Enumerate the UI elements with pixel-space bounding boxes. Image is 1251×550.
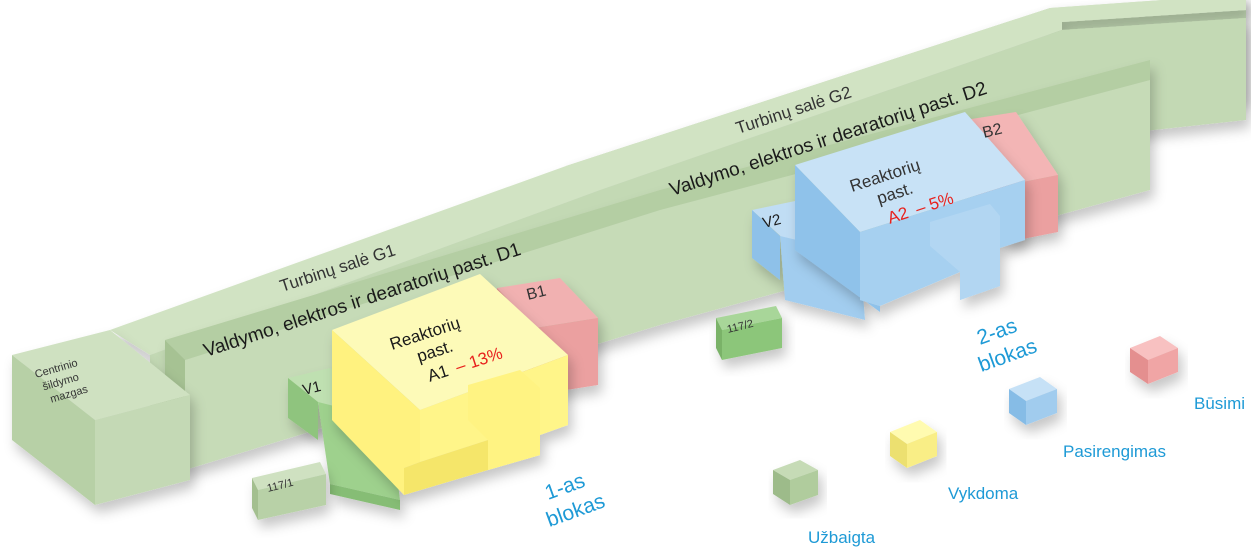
building-117-1 <box>252 462 326 520</box>
legend-label-preparation: Pasirengimas <box>1063 442 1166 461</box>
legend-cube-in-progress <box>890 420 937 468</box>
reactor-building-a2 <box>795 112 1025 312</box>
legend-label-future: Būsimi <box>1194 394 1245 413</box>
legend-cube-preparation <box>1009 377 1057 425</box>
block-2-label: 2-as blokas <box>974 314 1040 377</box>
legend-cube-future <box>1130 336 1178 384</box>
building-b1-label: B1 <box>525 283 548 304</box>
central-heating-node <box>12 330 190 505</box>
building-117-2 <box>716 306 782 360</box>
legend-label-done: Užbaigta <box>808 528 876 547</box>
legend-cube-done <box>773 460 818 505</box>
legend-label-in-progress: Vykdoma <box>948 484 1019 503</box>
block-1-label: 1-as blokas <box>542 469 608 532</box>
building-v2-label: V2 <box>761 211 783 232</box>
building-b2-label: B2 <box>981 121 1004 142</box>
reactor-building-a1 <box>332 274 568 495</box>
svg-text:A2 – 5%: A2 – 5% <box>885 189 956 228</box>
building-v1-label: V1 <box>301 378 323 399</box>
